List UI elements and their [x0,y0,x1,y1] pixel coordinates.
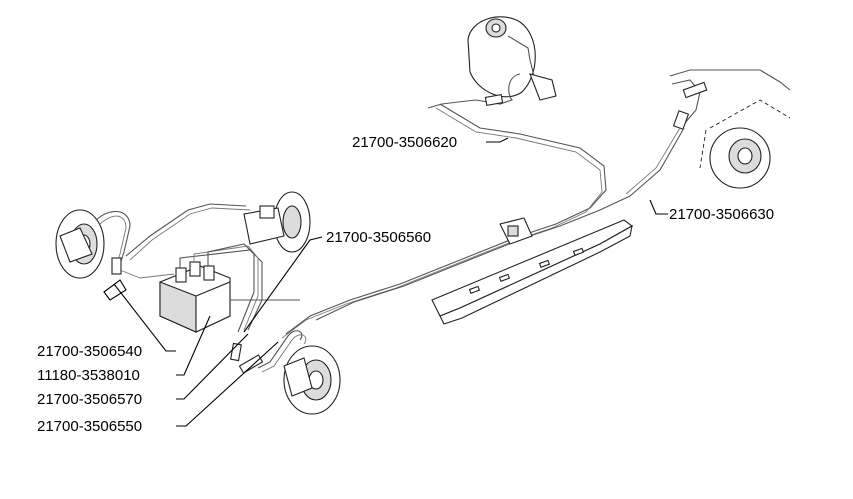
leader-3506550 [176,341,279,427]
callout-11180-3538010: 11180-3538010 [37,367,140,384]
callout-21700-3506620: 21700-3506620 [352,134,457,151]
leader-lines [113,137,668,427]
leader-3506630 [649,199,668,215]
callout-21700-3506630: 21700-3506630 [669,206,774,223]
front-left-brake-disc [55,209,131,301]
leader-3506620 [486,137,509,143]
leader-3506570 [176,333,249,400]
rear-mounting-rail [431,217,634,325]
rear-left-brake-drum [427,16,557,109]
front-right-brake-disc [230,330,341,415]
callout-21700-3506550: 21700-3506550 [37,418,142,435]
callout-21700-3506560: 21700-3506560 [326,229,431,246]
leader-3506540 [113,283,176,352]
leader-3538010 [176,315,211,376]
callout-21700-3506540: 21700-3506540 [37,343,142,360]
brake-master-cylinder [125,191,311,261]
callout-21700-3506570: 21700-3506570 [37,391,142,408]
leader-3506560 [243,236,323,333]
abs-hydraulic-unit [119,243,300,333]
rear-right-brake-drum [669,69,791,189]
